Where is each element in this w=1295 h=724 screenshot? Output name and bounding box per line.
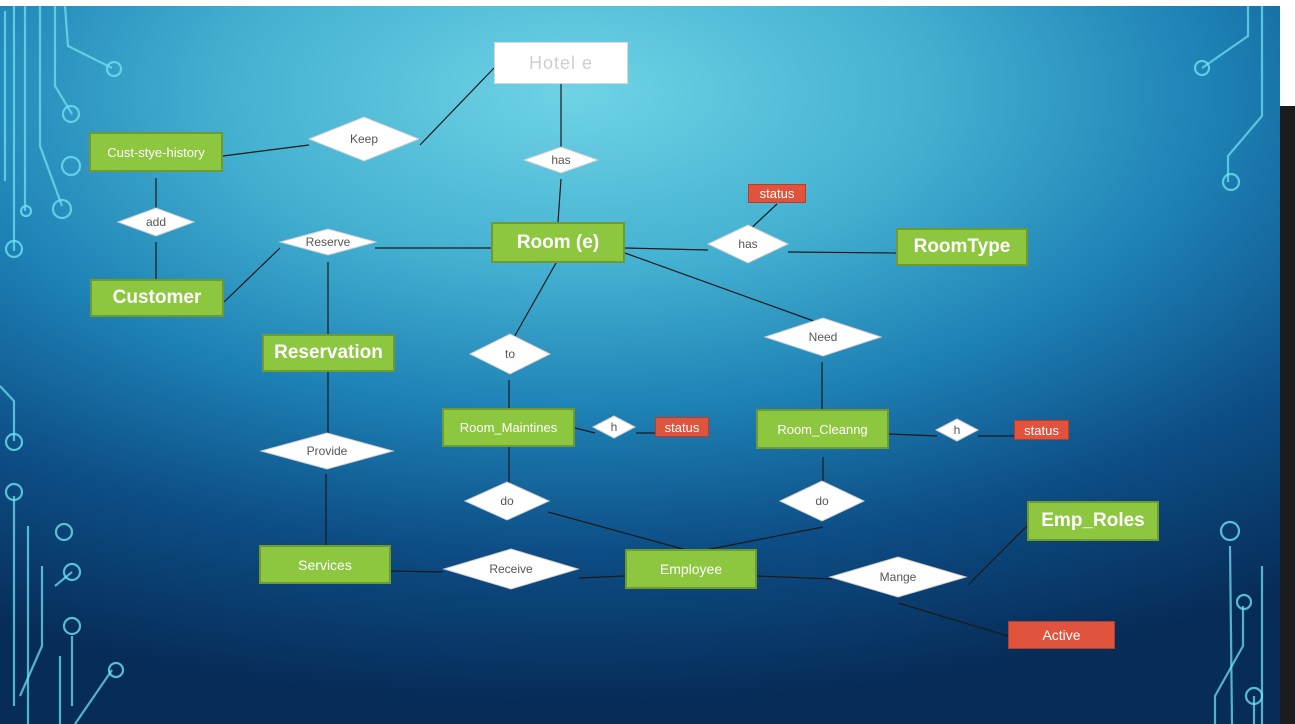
rel-need-label: Need xyxy=(808,330,838,344)
rel-add-label: add xyxy=(145,215,167,229)
circuit-node xyxy=(19,204,33,218)
relationship-diamond xyxy=(763,317,883,357)
circuit-trace xyxy=(63,6,113,69)
circuit-node xyxy=(1193,59,1211,77)
circuit-node xyxy=(1244,686,1264,706)
circuit-node xyxy=(4,482,24,502)
circuit-node xyxy=(1221,172,1241,192)
circuit-node xyxy=(51,198,73,220)
relationship-diamond xyxy=(828,556,968,598)
attribute-active: Active xyxy=(1008,621,1115,649)
rel-has-type-label: has xyxy=(738,237,758,251)
rel-keep-label: Keep xyxy=(349,132,379,146)
rel-h-maint-label: h xyxy=(610,420,618,434)
relationship-diamond xyxy=(706,224,790,264)
entity-roomtype: RoomType xyxy=(896,228,1028,266)
circuit-trace xyxy=(1213,606,1245,724)
circuit-node xyxy=(4,432,24,452)
entity-customer: Customer xyxy=(90,279,224,317)
connector-line xyxy=(624,247,709,251)
connector-line xyxy=(557,178,562,223)
attribute-maintenance-status: status xyxy=(655,417,709,437)
circuit-trace xyxy=(54,571,73,587)
rel-provide-label: Provide xyxy=(306,444,348,458)
circuit-node xyxy=(60,155,82,177)
connector-line xyxy=(547,511,691,552)
circuit-node xyxy=(107,661,125,679)
circuit-node xyxy=(1235,593,1253,611)
rel-receive-label: Receive xyxy=(489,562,533,576)
connector-line xyxy=(756,575,833,580)
relationship-diamond xyxy=(278,228,378,256)
rel-has-hotel-label: has xyxy=(551,153,571,167)
connector-line xyxy=(578,575,626,579)
relationship-diamond xyxy=(307,116,421,162)
window-edge-strip xyxy=(1280,106,1295,724)
entity-cust-history: Cust-stye-history xyxy=(89,132,223,172)
entity-room-cleaning: Room_Cleanng xyxy=(756,409,889,449)
rel-to-label: to xyxy=(504,347,516,361)
circuit-node xyxy=(54,522,74,542)
slide-background: Hotel e Cust-stye-history Room (e) Custo… xyxy=(0,6,1280,724)
connector-line xyxy=(689,526,824,554)
connector-line xyxy=(787,251,897,254)
attribute-room-status: status xyxy=(748,184,806,203)
circuit-trace xyxy=(0,385,16,441)
connector-line xyxy=(222,144,310,157)
hotel-title-box: Hotel e xyxy=(494,42,628,84)
entity-room: Room (e) xyxy=(491,222,625,263)
circuit-node xyxy=(61,104,81,124)
entity-employee: Employee xyxy=(625,549,757,589)
entity-room-maintenance: Room_Maintines xyxy=(442,408,575,447)
circuit-trace xyxy=(74,669,113,724)
entity-services: Services xyxy=(259,545,391,584)
rel-do-clean-label: do xyxy=(815,494,829,508)
circuit-node xyxy=(4,239,24,259)
circuit-trace xyxy=(1201,6,1250,69)
relationship-diamond xyxy=(468,333,552,375)
circuit-trace xyxy=(18,566,44,697)
relationship-diamond xyxy=(442,548,580,590)
connector-line xyxy=(390,570,444,573)
circuit-decoration xyxy=(0,6,1264,724)
attribute-cleaning-status: status xyxy=(1014,420,1069,440)
rel-manage-label: Mange xyxy=(879,570,917,584)
rel-do-maint-label: do xyxy=(500,494,514,508)
rel-reserve-label: Reserve xyxy=(305,235,351,249)
circuit-node xyxy=(62,562,82,582)
connector-line xyxy=(512,262,557,340)
relationship-diamond xyxy=(778,480,866,522)
relationship-diamond xyxy=(522,146,600,174)
circuit-trace xyxy=(53,6,73,115)
er-diagram xyxy=(116,67,1028,637)
circuit-trace xyxy=(1228,545,1234,724)
connector-line xyxy=(574,427,596,434)
relationship-diamond xyxy=(463,481,551,521)
circuit-node xyxy=(1219,520,1241,542)
connector-line xyxy=(419,67,495,146)
relationship-diamond xyxy=(116,207,196,237)
relationship-diamond xyxy=(259,432,395,470)
connector-line xyxy=(897,602,1009,637)
rel-h-clean-label: h xyxy=(953,423,961,437)
circuit-node xyxy=(62,616,82,636)
relationship-diamond xyxy=(591,415,637,439)
connector-line xyxy=(967,525,1028,586)
circuit-trace xyxy=(1226,6,1264,182)
connector-line xyxy=(223,247,281,303)
connector-line xyxy=(624,252,823,325)
connector-line xyxy=(888,433,938,437)
entity-emp-roles: Emp_Roles xyxy=(1027,501,1159,541)
circuit-node xyxy=(105,60,123,78)
circuit-trace xyxy=(38,6,64,207)
entity-reservation: Reservation xyxy=(262,334,395,372)
relationship-diamond xyxy=(934,418,980,442)
